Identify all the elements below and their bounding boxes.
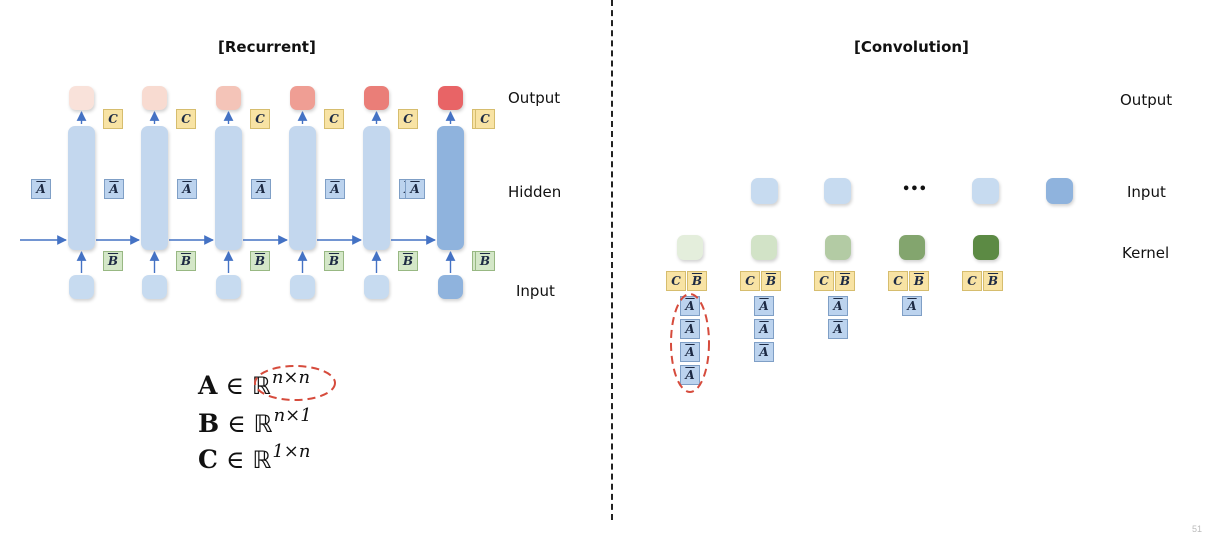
input-box — [364, 275, 389, 299]
a-bar-matrix: A — [405, 179, 425, 199]
equation-real-set: ℝ — [253, 410, 273, 438]
convolution-input-box — [1046, 178, 1073, 204]
c-matrix: C — [666, 271, 686, 291]
c-matrix: C — [324, 109, 344, 129]
hidden-state-column — [437, 126, 464, 250]
convolution-title: [Convolution] — [854, 38, 969, 56]
kernel-box — [751, 235, 777, 260]
c-matrix: C — [103, 109, 123, 129]
equation-line: B ∈ ℝn×1 — [198, 405, 312, 438]
kernel-box — [825, 235, 851, 260]
a-bar-matrix: A — [325, 179, 345, 199]
output-box — [364, 86, 389, 110]
a-bar-matrix: A — [828, 296, 848, 316]
c-matrix: C — [814, 271, 834, 291]
output-box — [438, 86, 463, 110]
b-bar-matrix: B — [983, 271, 1003, 291]
a-bar-matrix: A — [31, 179, 51, 199]
b-bar-matrix: B — [687, 271, 707, 291]
convolution-input-box — [751, 178, 778, 204]
convolution-output-label: Output — [1120, 91, 1173, 109]
a-bar-matrix: A — [104, 179, 124, 199]
input-box — [438, 275, 463, 299]
c-matrix: C — [176, 109, 196, 129]
recurrent-hidden-label: Hidden — [508, 183, 562, 201]
kernel-box — [899, 235, 925, 260]
hidden-state-column — [289, 126, 316, 250]
equation-element-of: ∈ — [217, 371, 252, 400]
convolution-kernel-label: Kernel — [1122, 244, 1170, 262]
equation-real-set: ℝ — [252, 446, 272, 474]
a-bar-matrix: A — [680, 365, 700, 385]
a-bar-matrix: A — [177, 179, 197, 199]
kernel-box — [677, 235, 703, 260]
hidden-state-column — [363, 126, 390, 250]
input-ellipsis: ••• — [902, 182, 927, 197]
b-bar-matrix: B — [324, 251, 344, 271]
b-bar-matrix: B — [176, 251, 196, 271]
equation-line: A ∈ ℝn×n — [198, 367, 310, 400]
highlight-ellipse — [254, 365, 336, 401]
equation-dimensions: n×n — [271, 367, 311, 388]
equation-line: C ∈ ℝ1×n — [198, 441, 310, 474]
a-bar-matrix: A — [680, 342, 700, 362]
hidden-state-column — [141, 126, 168, 250]
equation-dimensions: n×1 — [273, 405, 312, 426]
equation-element-of: ∈ — [219, 409, 254, 438]
b-bar-matrix: B — [761, 271, 781, 291]
recurrent-title: [Recurrent] — [218, 38, 316, 56]
c-matrix: C — [398, 109, 418, 129]
a-bar-matrix: A — [828, 319, 848, 339]
a-bar-matrix: A — [754, 296, 774, 316]
b-bar-matrix: B — [103, 251, 123, 271]
c-matrix: C — [475, 109, 495, 129]
input-box — [69, 275, 94, 299]
output-box — [216, 86, 241, 110]
b-bar-matrix: B — [475, 251, 495, 271]
c-matrix: C — [250, 109, 270, 129]
b-bar-matrix: B — [250, 251, 270, 271]
a-bar-matrix: A — [680, 296, 700, 316]
c-matrix: C — [888, 271, 908, 291]
b-bar-matrix: B — [909, 271, 929, 291]
slide-number: 51 — [1191, 524, 1202, 534]
output-box — [290, 86, 315, 110]
equation-dimensions: 1×n — [272, 441, 311, 462]
a-bar-matrix: A — [754, 342, 774, 362]
convolution-input-box — [824, 178, 851, 204]
equation-symbol: A — [198, 371, 218, 400]
b-bar-matrix: B — [835, 271, 855, 291]
highlight-ellipse — [670, 293, 710, 393]
section-divider — [611, 0, 613, 520]
equation-symbol: B — [198, 409, 220, 438]
a-bar-matrix: A — [680, 319, 700, 339]
output-box — [69, 86, 94, 110]
recurrent-input-label: Input — [516, 282, 555, 300]
hidden-state-column — [68, 126, 95, 250]
c-matrix: C — [962, 271, 982, 291]
a-bar-matrix: A — [754, 319, 774, 339]
recurrent-output-label: Output — [508, 89, 561, 107]
equation-element-of: ∈ — [217, 445, 253, 474]
input-box — [142, 275, 167, 299]
hidden-state-column — [215, 126, 242, 250]
c-matrix: C — [740, 271, 760, 291]
a-bar-matrix: A — [251, 179, 271, 199]
b-bar-matrix: B — [398, 251, 418, 271]
a-bar-matrix: A — [902, 296, 922, 316]
convolution-input-label: Input — [1127, 183, 1166, 201]
input-box — [216, 275, 241, 299]
output-box — [142, 86, 167, 110]
equation-symbol: C — [198, 445, 218, 474]
kernel-box — [973, 235, 999, 260]
convolution-input-box — [972, 178, 999, 204]
input-box — [290, 275, 315, 299]
